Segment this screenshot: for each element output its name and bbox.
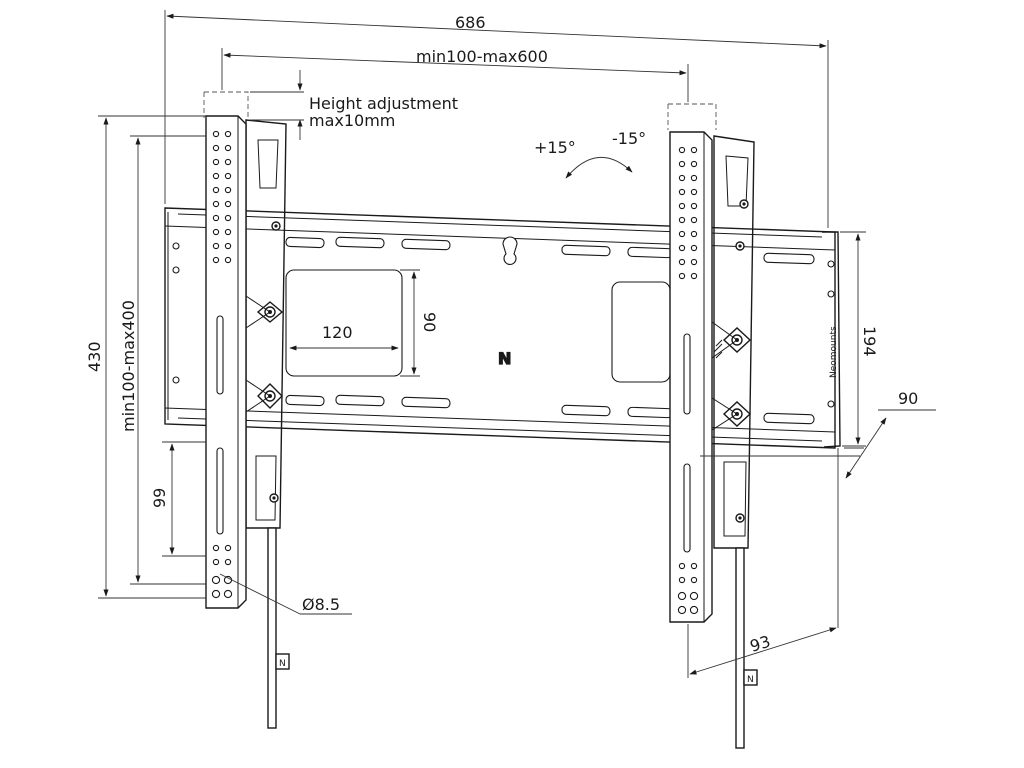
right-vertical-arm: N <box>667 103 758 749</box>
brand-mark: Neomounts <box>829 326 839 378</box>
lower-slot-label: 99 <box>150 488 169 508</box>
dimension-depth: 90 <box>700 389 936 479</box>
cutout-height-label: 90 <box>420 312 439 332</box>
cutout-width-label: 120 <box>322 323 353 342</box>
wall-plate-slots <box>285 236 815 425</box>
tilt-indicator: +15° -15° <box>534 129 646 179</box>
left-vertical-arm: N <box>203 91 290 729</box>
plate-logo: N <box>498 349 511 368</box>
right-arm-holes <box>677 146 699 615</box>
dimension-total-height: 430 <box>85 115 206 599</box>
wall-plate-height-label: 194 <box>860 326 879 357</box>
dimension-height-adjustment: Height adjustment max10mm <box>250 70 458 140</box>
right-strap-tab: N <box>747 675 754 685</box>
wall-plate-cutout-right <box>611 281 671 383</box>
dimension-lower-slot: 99 <box>150 441 206 557</box>
hole-span-height-label: min100-max400 <box>119 300 138 432</box>
hole-diameter-label: Ø8.5 <box>302 595 340 614</box>
dimension-cutout-width: 120 <box>289 323 399 351</box>
dimension-overall-width: 686 <box>164 10 829 228</box>
tilt-adjust-marks-icon <box>713 339 723 359</box>
hole-span-width-label: min100-max600 <box>416 47 548 66</box>
left-strap-tab: N <box>279 659 286 669</box>
tilt-down-label: -15° <box>612 129 646 148</box>
tilt-up-label: +15° <box>534 138 576 157</box>
dimension-cutout-height: 90 <box>400 269 439 377</box>
height-adjust-line1: Height adjustment <box>309 94 458 113</box>
height-adjust-line2: max10mm <box>309 111 395 130</box>
left-arm-holes <box>211 130 233 599</box>
depth-label: 90 <box>898 389 918 408</box>
dimension-hole-span-height: min100-max400 <box>119 135 206 585</box>
total-height-label: 430 <box>85 341 104 372</box>
overall-width-label: 686 <box>455 13 486 32</box>
arm-offset-label: 93 <box>748 632 773 656</box>
dimension-hole-span-width: min100-max600 <box>221 47 689 102</box>
dimension-hole-diameter: Ø8.5 <box>219 573 352 615</box>
dimension-wall-plate-height: 194 <box>840 231 879 447</box>
keyhole-icon <box>502 236 518 265</box>
